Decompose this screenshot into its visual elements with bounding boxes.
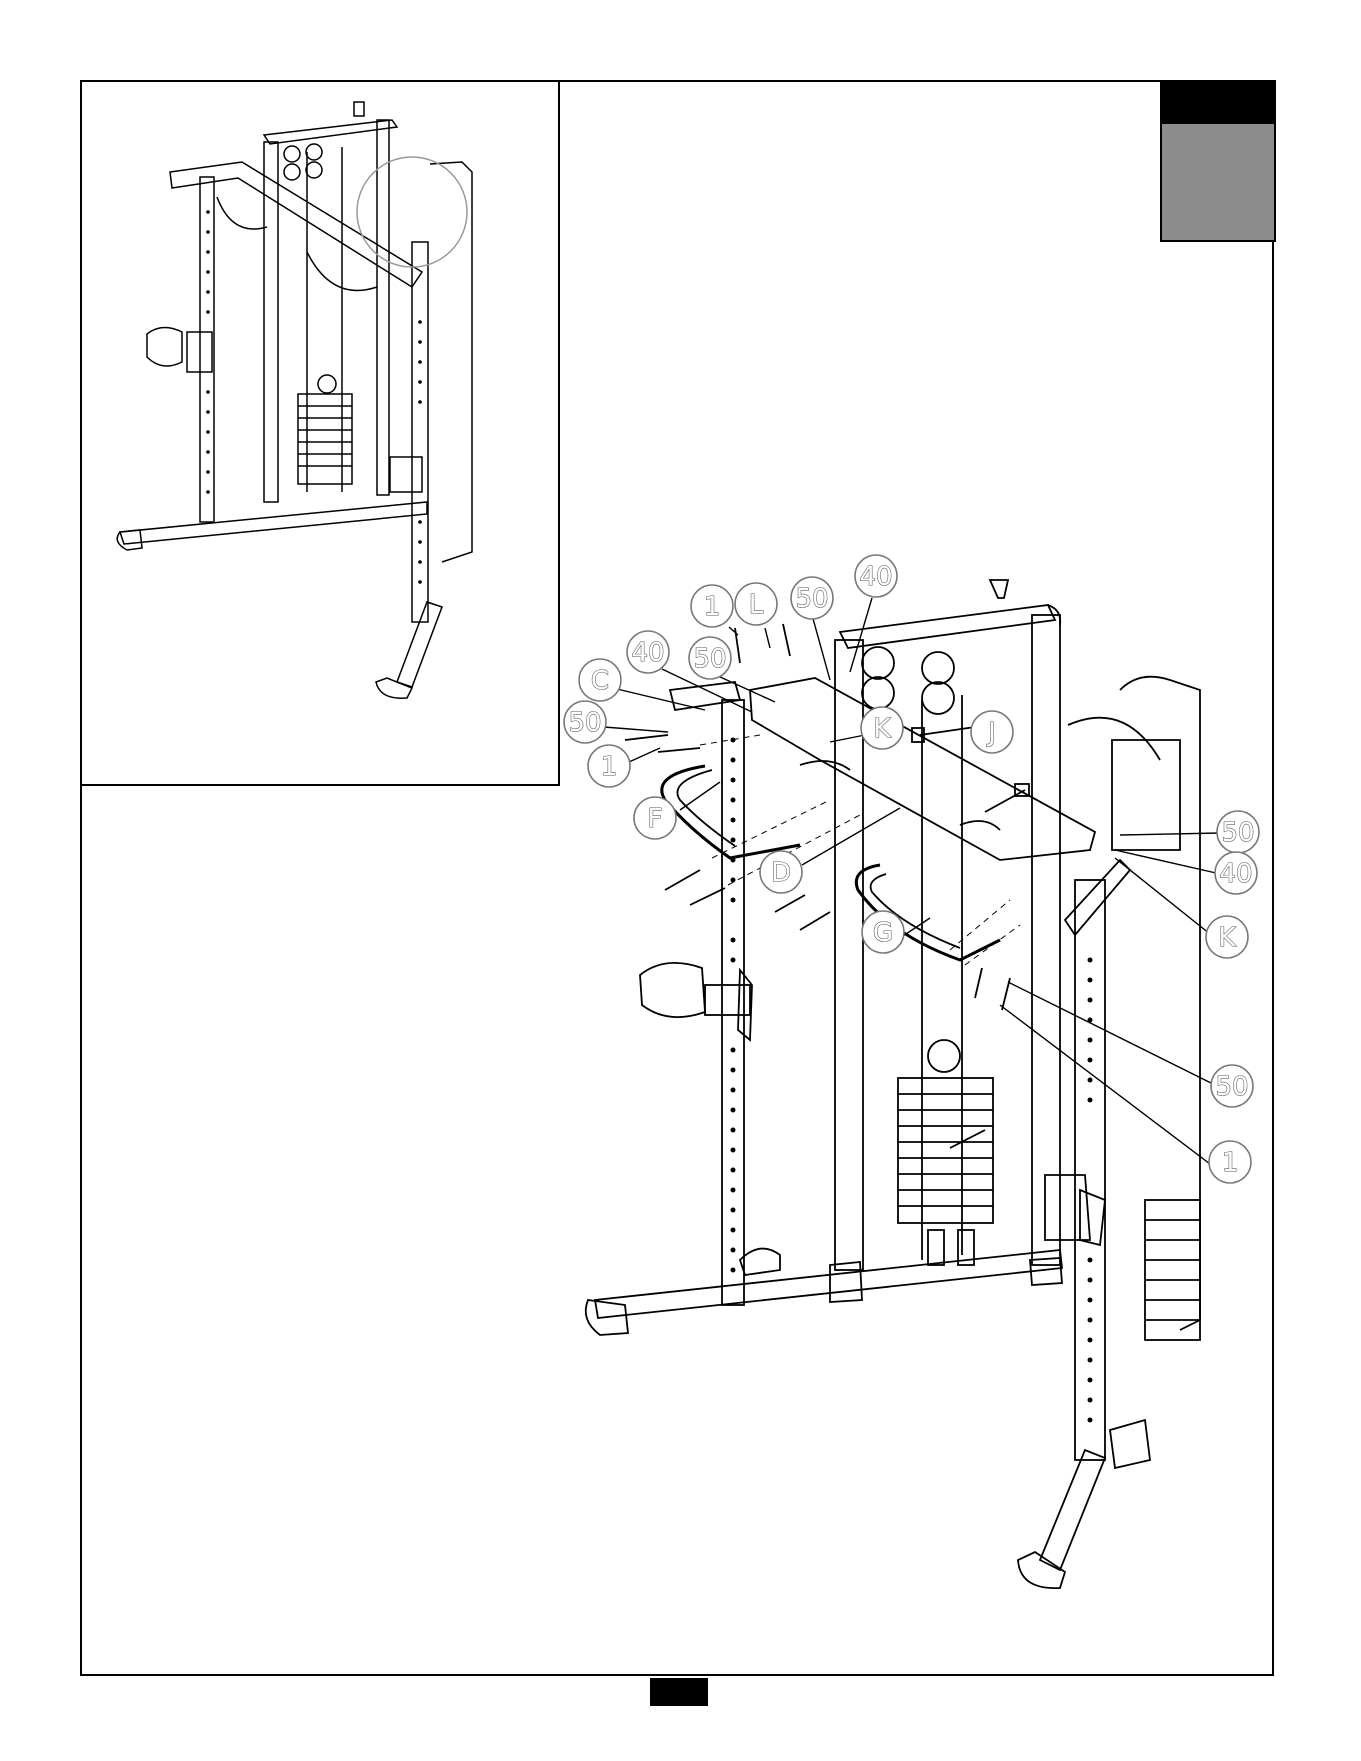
callout-label: F xyxy=(648,804,663,834)
callout-label: 40 xyxy=(631,638,664,668)
part-callout-1: 1 xyxy=(1209,1141,1251,1183)
callout-label: G xyxy=(873,918,893,948)
part-callout-1: 1 xyxy=(691,585,733,627)
part-callout-1: 1 xyxy=(588,745,630,787)
part-callout-d: D xyxy=(760,851,802,893)
part-callout-50: 50 xyxy=(564,701,606,743)
callout-label: 40 xyxy=(859,562,892,592)
callout-label: 50 xyxy=(693,644,726,674)
part-callout-k: K xyxy=(1206,916,1248,958)
callout-label: 1 xyxy=(601,752,618,782)
callout-label: K xyxy=(873,714,891,744)
callout-label: L xyxy=(749,590,764,620)
part-callout-50: 50 xyxy=(1217,811,1259,853)
callout-label: 40 xyxy=(1219,859,1252,889)
callout-label: D xyxy=(771,858,791,888)
part-callout-j: J xyxy=(971,711,1013,753)
part-callout-l: L xyxy=(735,583,777,625)
callout-label: 50 xyxy=(568,708,601,738)
page-number-box xyxy=(650,1678,708,1706)
part-callout-f: F xyxy=(634,797,676,839)
part-callout-50: 50 xyxy=(689,637,731,679)
part-callout-c: C xyxy=(579,659,621,701)
callout-label: J xyxy=(986,718,996,748)
callout-label: 1 xyxy=(704,592,721,622)
part-callout-50: 50 xyxy=(1211,1065,1253,1107)
part-callout-50: 50 xyxy=(791,577,833,619)
part-callout-g: G xyxy=(862,911,904,953)
callout-label: 50 xyxy=(795,584,828,614)
part-callout-40: 40 xyxy=(627,631,669,673)
callout-label: 50 xyxy=(1215,1072,1248,1102)
part-callout-40: 40 xyxy=(1215,852,1257,894)
part-callout-k: K xyxy=(861,707,903,749)
callout-label: C xyxy=(591,666,609,696)
callout-label: K xyxy=(1218,923,1236,953)
callout-label: 50 xyxy=(1221,818,1254,848)
alignment-lines xyxy=(700,735,1020,965)
upright-holes xyxy=(731,738,1093,1423)
callout-label: 1 xyxy=(1222,1148,1239,1178)
part-callout-40: 40 xyxy=(855,555,897,597)
